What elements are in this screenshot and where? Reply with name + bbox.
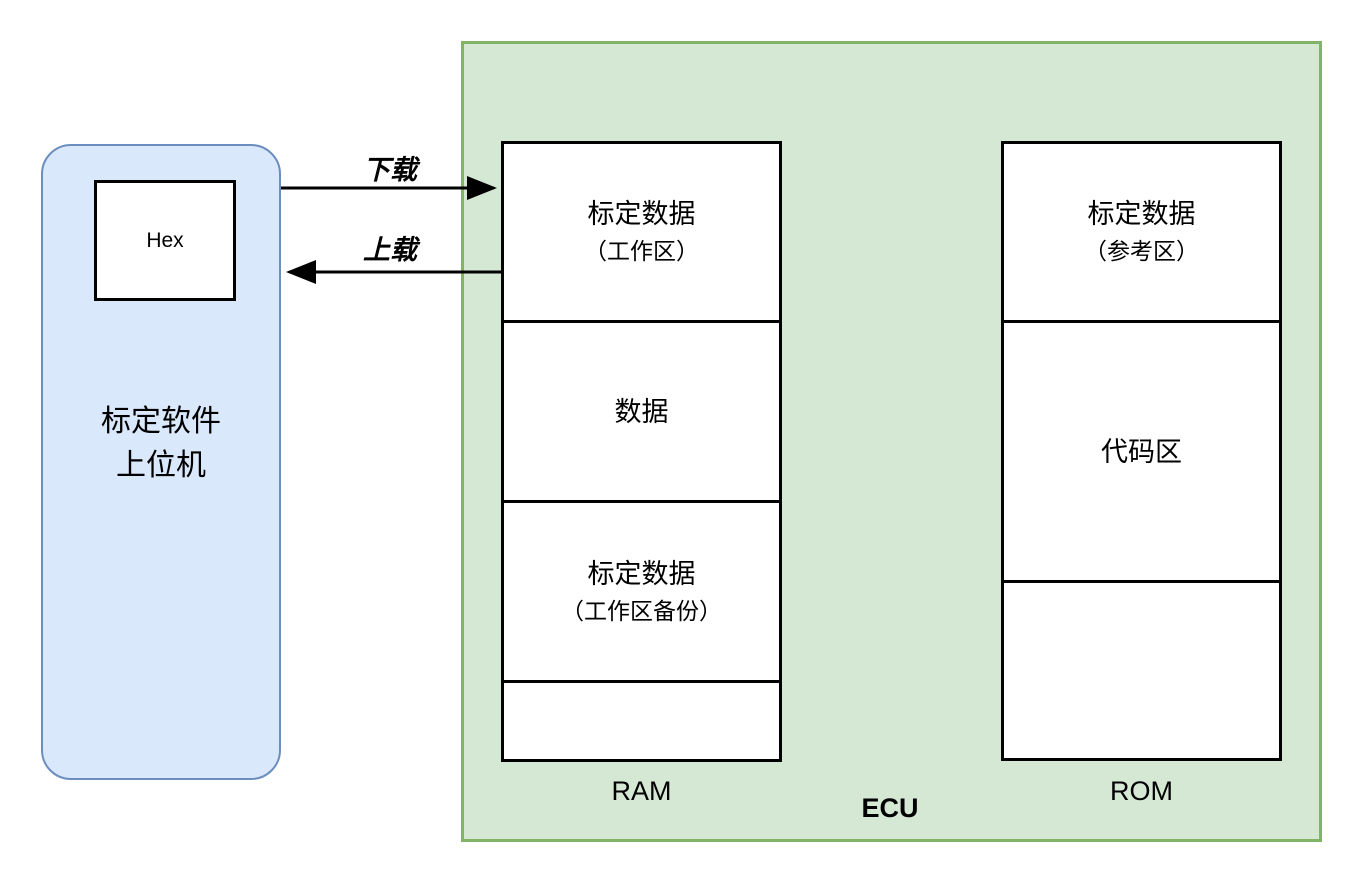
ecu-label: ECU — [861, 793, 919, 823]
rom-caption: ROM — [1110, 776, 1173, 806]
ram-cell-1-line1: 数据 — [614, 396, 669, 427]
ram-cell-data: 数据 — [501, 320, 782, 503]
rom-cell-1-line1: 代码区 — [1101, 436, 1182, 467]
upload-arrow-label: 上载 — [363, 235, 417, 265]
ram-column: 标定数据 （工作区） 数据 标定数据 （工作区备份） — [501, 141, 782, 762]
ram-cell-empty — [501, 680, 782, 762]
rom-cell-0-line1: 标定数据 — [1087, 199, 1196, 229]
ram-cell-calibration-working-backup: 标定数据 （工作区备份） — [501, 500, 782, 683]
rom-cell-empty — [1001, 580, 1282, 761]
calibration-host-label: 标定软件 上位机 — [101, 405, 221, 482]
rom-cell-calibration-reference: 标定数据 （参考区） — [1001, 141, 1282, 323]
ram-cell-calibration-working: 标定数据 （工作区） — [501, 141, 782, 323]
ram-cell-2-line2: （工作区备份） — [561, 597, 722, 624]
ram-cell-0-line2: （工作区） — [584, 238, 699, 264]
ram-cell-2-line1: 标定数据 — [587, 558, 696, 589]
rom-column: 标定数据 （参考区） 代码区 — [1001, 141, 1282, 761]
ram-cell-0-line1: 标定数据 — [587, 199, 696, 229]
download-arrow-label: 下载 — [363, 155, 417, 185]
hex-file-label: Hex — [146, 228, 184, 252]
hex-file-box: Hex — [94, 180, 236, 301]
rom-cell-0-line2: （参考区） — [1084, 238, 1199, 264]
rom-cell-code: 代码区 — [1001, 320, 1282, 583]
ram-caption: RAM — [611, 776, 672, 806]
